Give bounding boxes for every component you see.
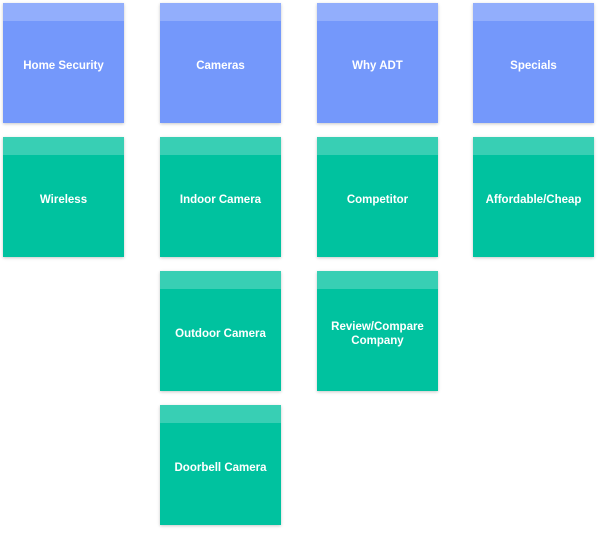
- note-label: Specials: [510, 60, 557, 72]
- category-note-cameras[interactable]: Cameras: [160, 3, 281, 123]
- topic-note-wireless[interactable]: Wireless: [3, 137, 124, 257]
- column-why-adt: Why ADT Competitor Review/Compare Compan…: [317, 3, 438, 405]
- note-label: Why ADT: [352, 60, 403, 72]
- note-label: Home Security: [23, 60, 104, 72]
- note-label: Indoor Camera: [179, 194, 262, 206]
- topic-note-competitor[interactable]: Competitor: [317, 137, 438, 257]
- category-note-specials[interactable]: Specials: [473, 3, 594, 123]
- column-cameras: Cameras Indoor Camera Outdoor Camera Doo…: [160, 3, 281, 539]
- column-specials: Specials Affordable/Cheap: [473, 3, 594, 271]
- note-label: Doorbell Camera: [174, 462, 267, 474]
- note-label: Affordable/Cheap: [485, 194, 582, 206]
- note-label: Outdoor Camera: [175, 328, 266, 340]
- note-label: Review/Compare Company: [331, 321, 424, 347]
- category-note-home-security[interactable]: Home Security: [3, 3, 124, 123]
- note-label: Competitor: [346, 194, 409, 206]
- note-label: Wireless: [39, 194, 88, 206]
- topic-note-affordable-cheap[interactable]: Affordable/Cheap: [473, 137, 594, 257]
- topic-note-review-compare-company[interactable]: Review/Compare Company: [317, 271, 438, 391]
- column-home-security: Home Security Wireless: [3, 3, 124, 271]
- note-label: Cameras: [196, 60, 245, 72]
- topic-note-doorbell-camera[interactable]: Doorbell Camera: [160, 405, 281, 525]
- topic-note-outdoor-camera[interactable]: Outdoor Camera: [160, 271, 281, 391]
- category-note-why-adt[interactable]: Why ADT: [317, 3, 438, 123]
- topic-note-indoor-camera[interactable]: Indoor Camera: [160, 137, 281, 257]
